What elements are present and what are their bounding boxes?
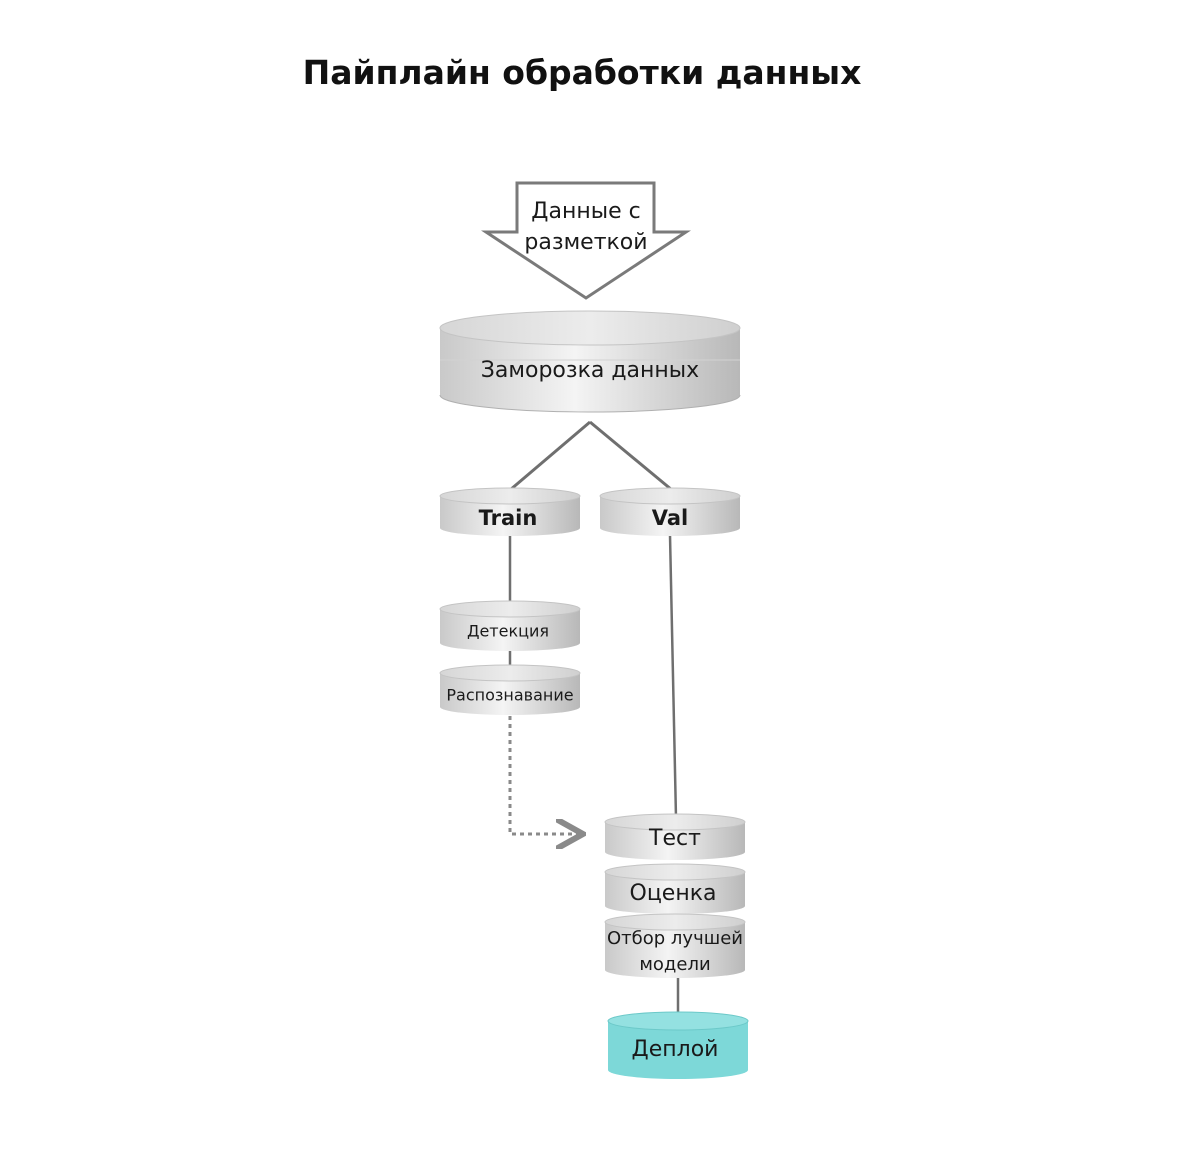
cylinder-evaluation: Оценка — [604, 863, 746, 914]
cylinder-recognition: Распознавание — [439, 664, 581, 715]
val-label: Val — [652, 506, 688, 530]
detection-label: Детекция — [467, 622, 549, 641]
train-label: Train — [479, 506, 538, 530]
connectors — [508, 420, 680, 1018]
cylinder-val: Val — [599, 487, 741, 536]
best-model-label-line2: модели — [639, 954, 710, 975]
evaluation-label: Оценка — [630, 881, 717, 906]
cylinder-train: Train — [439, 487, 581, 536]
connector-recognition-test-dashed — [508, 716, 580, 834]
down-arrow-shape — [481, 181, 691, 300]
best-model-label-line1: Отбор лучшей — [607, 928, 743, 949]
connector-freeze-val — [589, 420, 673, 492]
cylinder-test: Тест — [604, 813, 746, 860]
deploy-label: Деплой — [632, 1037, 719, 1062]
cylinder-deploy: Деплой — [607, 1011, 749, 1079]
cylinder-data-freeze: Заморозка данных — [439, 310, 741, 413]
connector-val-test — [668, 534, 678, 819]
input-data-arrow: Данные с разметкой — [481, 181, 691, 300]
cylinder-best-model: Отбор лучшей модели — [604, 913, 746, 978]
input-arrow-label-line1: Данные с — [531, 199, 640, 224]
freeze-label: Заморозка данных — [481, 358, 699, 383]
connector-freeze-train — [509, 420, 591, 492]
test-label: Тест — [648, 826, 701, 851]
input-arrow-label-line2: разметкой — [524, 230, 647, 255]
cylinder-detection: Детекция — [439, 600, 581, 651]
diagram-title: Пайплайн обработки данных — [303, 53, 862, 92]
recognition-label: Распознавание — [446, 686, 573, 705]
